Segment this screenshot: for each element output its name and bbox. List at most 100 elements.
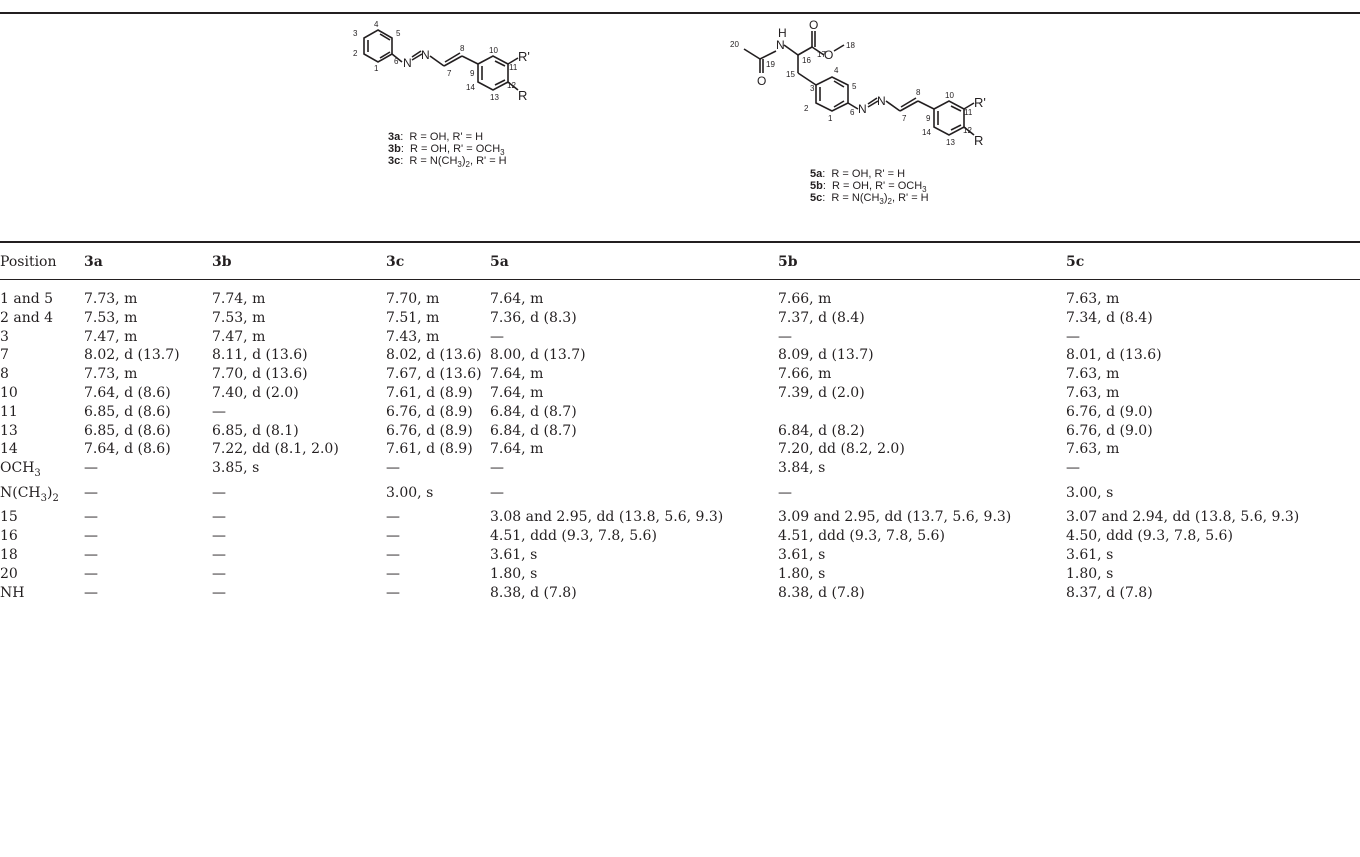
- num-20: 20: [730, 40, 739, 49]
- atom-N4: N: [877, 94, 886, 108]
- shift-cell: 7.64, d (8.6): [84, 384, 171, 401]
- num-14: 14: [466, 83, 475, 92]
- shift-cell: —: [84, 528, 98, 545]
- shift-cell: 3.84, s: [778, 460, 826, 477]
- shift-cell: —: [212, 403, 226, 420]
- num-4: 4: [374, 20, 379, 29]
- shift-cell: —: [212, 565, 226, 582]
- num-10: 10: [489, 46, 498, 55]
- num-1: 1: [374, 64, 379, 73]
- top-rule: [0, 12, 1360, 14]
- shift-cell: —: [212, 584, 226, 601]
- shift-cell: 3.00, s: [386, 484, 434, 501]
- shift-cell: 8.09, d (13.7): [778, 347, 874, 364]
- table-row: OCH3—3.85, s——3.84, s—: [0, 459, 1360, 484]
- shift-cell: —: [1066, 328, 1080, 345]
- shift-cell: 7.66, m: [778, 366, 832, 383]
- shift-cell: —: [386, 509, 400, 526]
- shift-cell: 7.22, dd (8.1, 2.0): [212, 441, 339, 458]
- shift-cell: —: [490, 328, 504, 345]
- shift-cell: 6.84, d (8.7): [490, 403, 577, 420]
- atom-NH-N: N: [776, 38, 785, 52]
- shift-cell: 4.51, ddd (9.3, 7.8, 5.6): [778, 528, 945, 545]
- position-cell: N(CH3)2: [0, 484, 59, 504]
- num-2: 2: [353, 49, 358, 58]
- atom-Rp: R': [518, 49, 530, 64]
- num-6: 6: [394, 57, 399, 66]
- shift-cell: 6.76, d (9.0): [1066, 422, 1153, 439]
- shift-cell: 8.11, d (13.6): [212, 347, 308, 364]
- header-5a: 5a: [490, 254, 509, 270]
- num-3: 3: [353, 29, 358, 38]
- shift-cell: 1.80, s: [490, 565, 538, 582]
- shift-cell: 7.63, m: [1066, 291, 1120, 307]
- position-cell: 1 and 5: [0, 291, 54, 307]
- table-row: NH———8.38, d (7.8)8.38, d (7.8)8.37, d (…: [0, 584, 1360, 603]
- shift-cell: —: [84, 509, 98, 526]
- shift-cell: —: [490, 484, 504, 501]
- position-cell: 14: [0, 441, 18, 458]
- atom-O-carbonyl: O: [809, 18, 818, 32]
- atom-N2: N: [421, 48, 430, 62]
- atom-O-amide: O: [757, 74, 766, 88]
- structure-3-drawing: N N R' R 4 5 3 2 1 6 7 8 9 10 11 12 13 1…: [353, 20, 530, 103]
- shift-cell: 1.80, s: [1066, 565, 1114, 582]
- num-19: 19: [766, 60, 775, 69]
- atom-Rp-5: R': [974, 95, 986, 110]
- position-cell: 11: [0, 403, 18, 420]
- shift-cell: 7.63, m: [1066, 384, 1120, 401]
- shift-cell: —: [212, 546, 226, 563]
- shift-cell: 6.84, d (8.7): [490, 422, 577, 439]
- position-cell: OCH3: [0, 460, 41, 479]
- shift-cell: 3.09 and 2.95, dd (13.7, 5.6, 9.3): [778, 509, 1012, 526]
- shift-cell: 3.61, s: [778, 546, 826, 563]
- shift-cell: —: [84, 546, 98, 563]
- shift-cell: —: [386, 546, 400, 563]
- num-11: 11: [509, 63, 518, 72]
- shift-cell: 7.74, m: [212, 291, 266, 307]
- shift-cell: 3.61, s: [490, 546, 538, 563]
- shift-cell: 8.38, d (7.8): [490, 584, 577, 601]
- shift-cell: 7.63, m: [1066, 441, 1120, 458]
- shift-cell: 7.64, m: [490, 291, 544, 307]
- header-top-rule: [0, 241, 1360, 243]
- shift-cell: —: [1066, 460, 1080, 477]
- num-3b: 3: [810, 84, 815, 93]
- atom-R: R: [518, 88, 527, 103]
- shift-cell: 7.73, m: [84, 366, 138, 383]
- num-17: 17: [817, 50, 826, 59]
- shift-cell: 6.85, d (8.1): [212, 422, 299, 439]
- shift-cell: 7.20, dd (8.2, 2.0): [778, 441, 905, 458]
- shift-cell: 7.39, d (2.0): [778, 384, 865, 401]
- position-cell: 16: [0, 528, 18, 545]
- shift-cell: 6.84, d (8.2): [778, 422, 865, 439]
- shift-cell: 6.85, d (8.6): [84, 403, 171, 420]
- shift-cell: 6.76, d (8.9): [386, 422, 473, 439]
- shift-cell: —: [386, 584, 400, 601]
- position-cell: NH: [0, 584, 25, 601]
- label-5c: 5c: R = N(CH3)2, R' = H: [810, 192, 929, 207]
- table-row: 16———4.51, ddd (9.3, 7.8, 5.6)4.51, ddd …: [0, 527, 1360, 546]
- position-cell: 20: [0, 565, 18, 582]
- position-cell: 2 and 4: [0, 309, 54, 326]
- num-5b: 5: [852, 82, 857, 91]
- position-cell: 3: [0, 328, 9, 345]
- header-3a: 3a: [84, 254, 103, 270]
- shift-cell: 7.70, d (13.6): [212, 366, 308, 383]
- shift-cell: 8.01, d (13.6): [1066, 347, 1162, 364]
- shift-cell: —: [84, 584, 98, 601]
- num-8b: 8: [916, 88, 921, 97]
- num-13: 13: [490, 93, 499, 102]
- shift-cell: 6.85, d (8.6): [84, 422, 171, 439]
- atom-N3: N: [858, 102, 867, 116]
- atom-NH-H: H: [778, 26, 787, 40]
- shift-cell: 8.00, d (13.7): [490, 347, 586, 364]
- table-row: N(CH3)2——3.00, s——3.00, s: [0, 484, 1360, 509]
